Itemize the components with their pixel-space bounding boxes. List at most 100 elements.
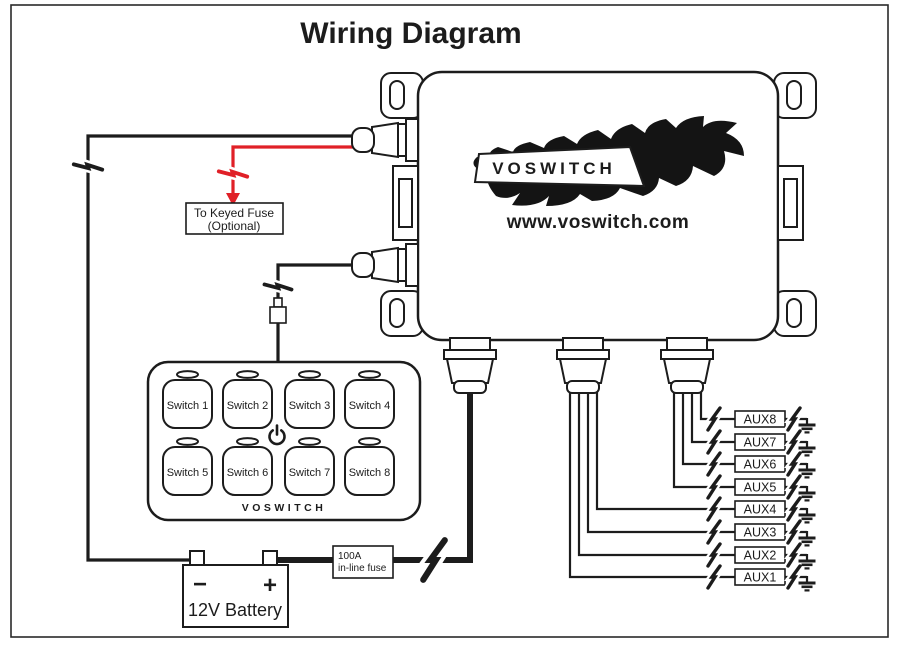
wire-break-icon <box>788 453 800 475</box>
switch-button-3[interactable] <box>284 379 335 429</box>
switch-button-8[interactable] <box>344 446 395 496</box>
aux1-wire <box>568 390 735 579</box>
switch-label: Switch 6 <box>227 467 269 479</box>
aux2-wire <box>577 390 735 557</box>
battery-negative-wire <box>86 134 356 562</box>
switch-label: Switch 4 <box>349 400 391 412</box>
ground-icon <box>797 574 817 592</box>
wire-break-icon <box>708 476 720 498</box>
aux-label: AUX7 <box>744 436 777 450</box>
aux3-wire <box>586 390 735 534</box>
switch-button-4[interactable] <box>344 379 395 429</box>
aux-label: AUX2 <box>744 549 777 563</box>
switch-panel: Switch 1 Switch 2 Switch 3 Switch 4 Swit… <box>146 360 422 522</box>
switch-button-7[interactable] <box>284 446 335 496</box>
wire-break-icon <box>788 544 800 566</box>
inline-fuse-line2: in-line fuse <box>338 563 387 574</box>
aux-output-rows: AUX8 AUX7 AUX6 AUX5 <box>708 408 817 592</box>
control-box: VOSWITCH www.voswitch.com <box>351 70 817 394</box>
battery-label: 12V Battery <box>188 600 282 620</box>
wire-break-icon <box>423 540 445 580</box>
switch-label: Switch 7 <box>289 467 331 479</box>
battery-positive-post <box>262 550 278 566</box>
inline-fuse-line1: 100A <box>338 551 362 562</box>
aux-output-row: AUX3 <box>708 521 817 545</box>
control-box-body <box>416 70 780 342</box>
aux-output-row: AUX8 <box>708 408 817 432</box>
aux-output-row: AUX1 <box>708 566 817 592</box>
switch-label: Switch 3 <box>289 400 331 412</box>
cable-gland-left-top <box>351 118 419 162</box>
aux-label: AUX8 <box>744 413 777 427</box>
switch-button-5[interactable] <box>162 446 213 496</box>
wire-break-icon <box>708 408 720 430</box>
led-indicator <box>358 370 381 379</box>
battery-negative-post <box>189 550 205 566</box>
switch-panel-brand: VOSWITCH <box>242 502 327 514</box>
aux-label: AUX1 <box>744 571 777 585</box>
keyed-fuse-line2: (Optional) <box>208 219 261 233</box>
aux-label: AUX6 <box>744 458 777 472</box>
page-border <box>10 4 889 638</box>
control-box-website: www.voswitch.com <box>506 212 690 233</box>
control-box-brand: VOSWITCH <box>492 159 616 178</box>
slot-hole <box>786 80 802 110</box>
cable-gland-bottom-aux1-4 <box>556 337 610 394</box>
aux-output-row: AUX6 <box>708 453 817 477</box>
aux-label: AUX3 <box>744 526 777 540</box>
slot-hole <box>389 80 405 110</box>
switch-label: Switch 5 <box>167 467 209 479</box>
cable-gland-bottom-power <box>443 337 497 394</box>
inline-connector-icon <box>269 297 287 324</box>
switch-label: Switch 1 <box>167 400 209 412</box>
logo-text-band <box>473 145 646 188</box>
wire-break-icon <box>708 453 720 475</box>
aux-output-row: AUX7 <box>708 431 817 455</box>
battery-negative-sign: − <box>193 571 207 598</box>
inline-fuse: 100A in-line fuse <box>332 545 394 579</box>
switch-button-1[interactable] <box>162 379 213 429</box>
wire-break-icon <box>708 566 720 588</box>
keyed-fuse-wire <box>231 145 356 194</box>
wire-break-icon <box>708 521 720 543</box>
aux-output-row: AUX5 <box>708 476 817 500</box>
page-title: Wiring Diagram <box>300 17 521 50</box>
wire-break-icon <box>788 498 800 520</box>
cable-gland-left-bottom <box>351 243 419 287</box>
switch-label: Switch 8 <box>349 467 391 479</box>
led-indicator <box>298 370 321 379</box>
keyed-fuse-line1: To Keyed Fuse <box>194 206 274 220</box>
wire-break-icon <box>788 521 800 543</box>
panel-harness-wire <box>276 263 356 362</box>
wire-break-icon <box>708 431 720 453</box>
wire-break-icon <box>788 476 800 498</box>
power-button-icon[interactable] <box>268 424 286 446</box>
aux-output-row: AUX4 <box>708 498 817 522</box>
wire-break-icon <box>788 408 800 430</box>
cable-gland-bottom-aux5-8 <box>660 337 714 394</box>
aux4-wire <box>595 390 735 511</box>
side-bracket <box>392 165 419 241</box>
wire-break-icon <box>788 566 800 588</box>
switch-label: Switch 2 <box>227 400 269 412</box>
slot-hole <box>786 298 802 328</box>
aux-label: AUX5 <box>744 481 777 495</box>
wire-break-icon <box>708 498 720 520</box>
led-indicator <box>298 437 321 446</box>
led-indicator <box>176 370 199 379</box>
arrow-down-icon <box>226 193 240 206</box>
switch-button-6[interactable] <box>222 446 273 496</box>
wire-break-icon <box>788 431 800 453</box>
keyed-fuse-note: To Keyed Fuse (Optional) <box>185 202 284 235</box>
switch-button-2[interactable] <box>222 379 273 429</box>
side-bracket <box>777 165 804 241</box>
battery-positive-sign: + <box>263 572 277 599</box>
aux8-wire <box>699 390 735 421</box>
aux-output-row: AUX2 <box>708 544 817 568</box>
led-indicator <box>236 437 259 446</box>
battery: − + 12V Battery <box>182 550 289 628</box>
slot-hole <box>389 298 405 328</box>
led-indicator <box>358 437 381 446</box>
battery-body <box>182 564 289 628</box>
